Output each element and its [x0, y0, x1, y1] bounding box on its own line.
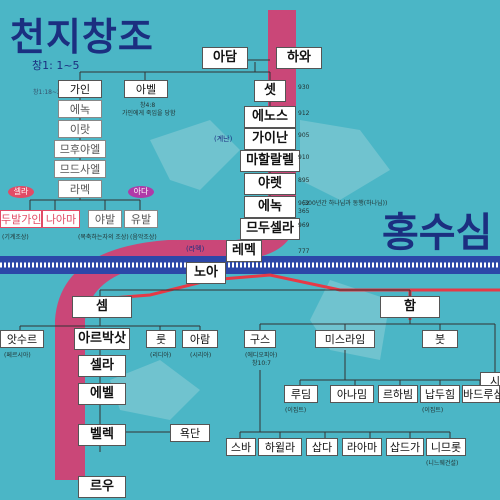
- box-arpachshad: 아르박삿: [74, 328, 130, 350]
- flood-title: 홍수심: [382, 209, 493, 256]
- box-jabal: 야발: [88, 210, 122, 228]
- age-label: 905: [298, 132, 310, 139]
- box-pathrusim: 바드루심: [462, 385, 500, 403]
- enoch-note: (300년간 하나님과 동행(하나님)): [302, 200, 388, 207]
- nimrod-note: (니느웨건설): [426, 460, 459, 467]
- small-reference: 창1:18~24: [33, 89, 65, 96]
- box-lamech-cain: 라멕: [58, 180, 102, 198]
- verse-reference: 창1: 1~5: [32, 59, 80, 72]
- box-put: 붓: [422, 330, 458, 348]
- box-adam: 아담: [202, 47, 248, 69]
- lud-note: (리디아): [150, 352, 172, 359]
- box-enoch: 에녹: [244, 196, 296, 218]
- box-cain: 가인: [58, 80, 102, 98]
- cush-ref: 창10:7: [252, 360, 271, 367]
- box-naphtuhim: 납두힘: [420, 385, 460, 403]
- age-label: 912: [298, 110, 310, 117]
- box-methuselah: 므두셀라: [240, 218, 300, 240]
- page-title: 천지창조: [10, 14, 154, 59]
- age-label: 962: [298, 200, 310, 207]
- box-eber: 에벨: [78, 383, 126, 405]
- box-abel: 아벨: [124, 80, 168, 98]
- box-mahalalel: 마할랄렐: [240, 150, 300, 172]
- box-ham: 함: [380, 296, 440, 318]
- box-sabtah: 삽다: [306, 438, 338, 456]
- oval-sela: 셀라: [8, 186, 34, 198]
- box-jared: 야렛: [244, 173, 296, 195]
- box-seth: 셋: [254, 80, 286, 102]
- box-asshur: 앗수르: [0, 330, 44, 348]
- age-label: 930: [298, 84, 310, 91]
- box-naamah: 나아마: [42, 210, 80, 228]
- box-mizraim: 미스라임: [315, 330, 375, 348]
- label-gyenan: (계난): [214, 135, 233, 143]
- age-label: 777: [298, 248, 310, 255]
- box-ludim: 루딤: [284, 385, 318, 403]
- age-label: 969: [298, 222, 310, 229]
- abel-note: 가인에게 죽임을 당함: [122, 110, 176, 117]
- box-anamim: 아나밈: [330, 385, 374, 403]
- box-seba: 스바: [226, 438, 256, 456]
- box-aram: 아람: [182, 330, 218, 348]
- box-methushael: 므드사엘: [54, 160, 106, 178]
- tubal-note: (기계조상): [2, 234, 29, 241]
- box-lamech: 레멕: [226, 240, 262, 262]
- box-hawa: 하와: [276, 47, 322, 69]
- box-joktan: 욕단: [170, 424, 210, 442]
- box-mehujael: 므후야엘: [54, 140, 106, 158]
- box-kainan: 가이난: [244, 128, 296, 150]
- box-tubal-cain: 두발가인: [0, 210, 42, 228]
- naphtuhim-note: (이집트): [422, 407, 444, 414]
- box-jubal: 유발: [124, 210, 158, 228]
- abel-ref: 창4:8: [140, 102, 156, 109]
- box-enos: 에노스: [244, 106, 296, 128]
- age-label: 895: [298, 177, 310, 184]
- age-label: 365: [298, 208, 310, 215]
- box-peleg: 벨렉: [78, 424, 126, 446]
- oval-ada: 아다: [128, 186, 154, 198]
- box-shelah: 셀라: [78, 355, 126, 377]
- box-lehabim: 르하빔: [378, 385, 418, 403]
- box-sabteca: 삽드가: [386, 438, 424, 456]
- ludim-note: (이집트): [285, 407, 307, 414]
- box-enoch-cain: 에녹: [58, 100, 102, 118]
- box-shem: 셈: [72, 296, 132, 318]
- lineage-band: [55, 10, 296, 480]
- box-noah: 노아: [186, 262, 226, 284]
- age-label: 910: [298, 154, 310, 161]
- box-irad: 이랏: [58, 120, 102, 138]
- box-cush: 구스: [244, 330, 276, 348]
- jubal-note: (음악조상): [130, 234, 157, 241]
- label-lamek-paren: (라멕): [186, 245, 205, 253]
- aram-note: (시리아): [190, 352, 212, 359]
- box-lud: 룻: [146, 330, 176, 348]
- box-reu: 르우: [78, 476, 126, 498]
- asshur-note: (페르시아): [4, 352, 31, 359]
- cush-note: (에디오피아): [245, 352, 278, 359]
- box-havilah: 하윌라: [258, 438, 302, 456]
- jabal-note: (목축하는자의 조상): [78, 234, 129, 241]
- box-raamah: 라아마: [342, 438, 382, 456]
- box-nimrod: 니므롯: [426, 438, 466, 456]
